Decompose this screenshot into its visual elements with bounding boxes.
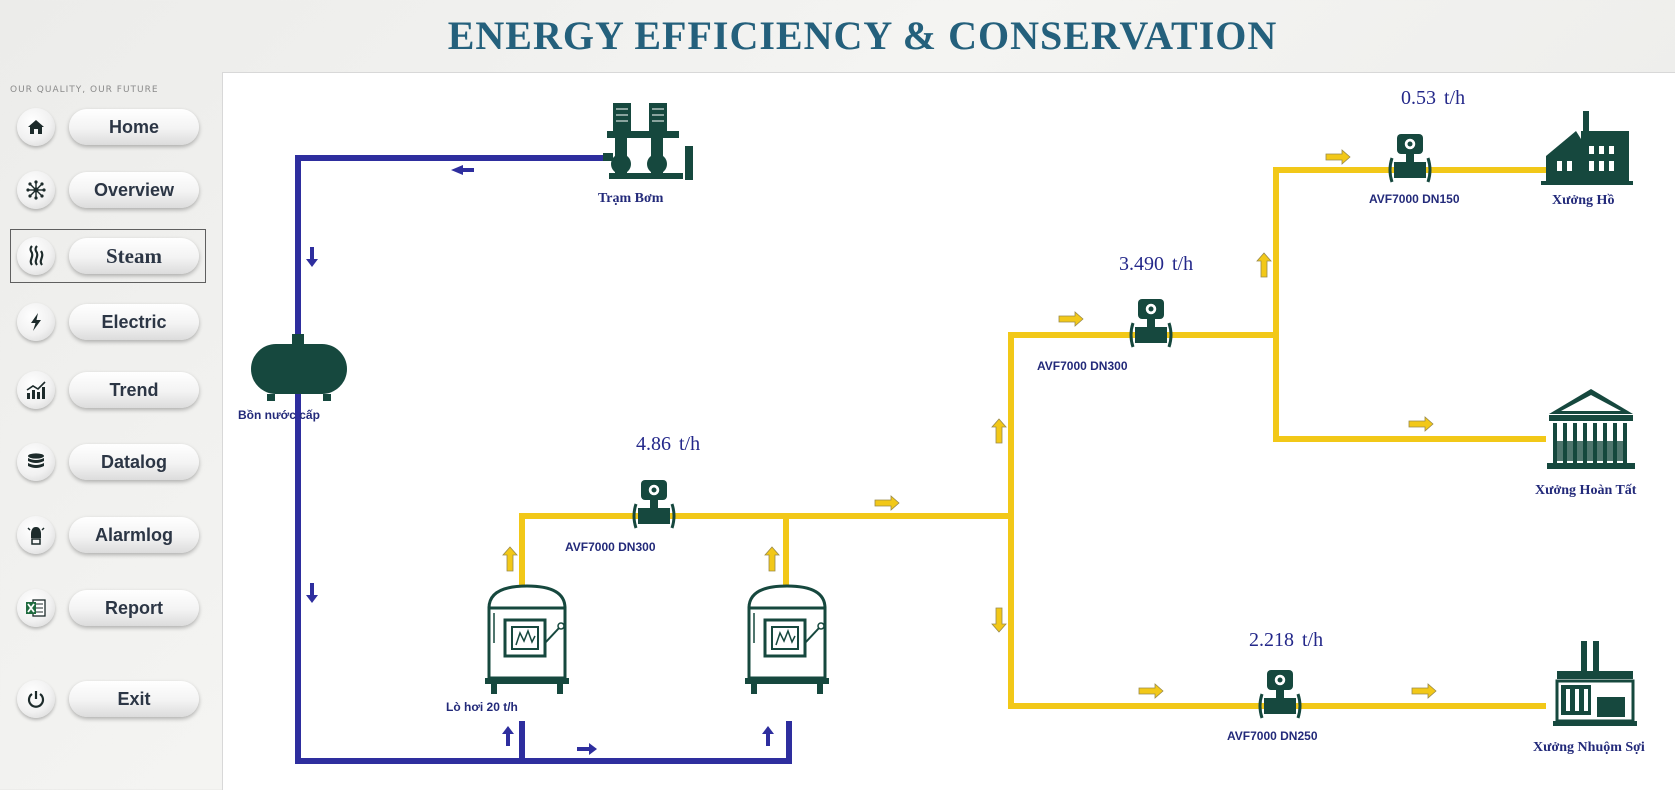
steam-flow-diagram: Trạm Bơm Bồn nước cấp Lò hơi 20 t/h AVF7… [222,72,1675,790]
flowmeter-branch-icon [1129,297,1173,349]
flow-value: 4.86 [636,433,671,455]
meter-main-label: AVF7000 DN300 [565,540,656,554]
power-icon [17,680,55,718]
nav-label: Exit [69,681,199,717]
flowmeter-ho-icon [1388,132,1432,184]
nav-trend-button[interactable]: Trend [10,365,206,415]
trend-chart-icon [17,371,55,409]
steam-flow-arrows [502,149,1437,699]
flow-value: 3.490 [1119,253,1164,275]
pump-station-label: Trạm Bơm [598,191,664,206]
flow-value: 0.53 [1401,87,1436,109]
nav-label: Trend [69,372,199,408]
nav-label: Steam [69,238,199,274]
flowmeter-nhuom-icon [1258,668,1302,720]
feed-tank-label: Bồn nước cấp [238,408,320,422]
nav-datalog-button[interactable]: Datalog [10,437,206,487]
sidebar: OUR QUALITY, OUR FUTURE Home Overview [0,75,220,789]
meter-branch-label: AVF7000 DN300 [1037,359,1128,373]
boiler-2-icon [743,584,831,696]
excel-icon [17,589,55,627]
nav-label: Report [69,590,199,626]
flow-unit: t/h [1444,87,1466,109]
nav-label: Alarmlog [69,517,199,553]
nav-label: Overview [69,172,199,208]
xuong-nhuom-soi-label: Xưởng Nhuộm Sợi [1533,740,1645,755]
network-icon [17,171,55,209]
pump-station-icon [603,103,693,180]
nav-home-button[interactable]: Home [10,102,206,152]
feed-water-tank-icon [251,334,347,401]
meter-nhuom-label: AVF7000 DN250 [1227,729,1318,743]
meter-ho-label: AVF7000 DN150 [1369,192,1460,206]
flow-value: 2.218 [1249,629,1294,651]
nav-label: Datalog [69,444,199,480]
nav-exit-button[interactable]: Exit [10,674,206,724]
flow-unit: t/h [1302,629,1324,651]
factory-nhuom-soi-icon [1553,641,1637,726]
header: ENERGY EFFICIENCY & CONSERVATION [0,0,1675,70]
flow-unit: t/h [679,433,701,455]
alarm-icon [17,516,55,554]
xuong-ho-label: Xưởng Hồ [1552,193,1615,208]
lightning-icon [17,303,55,341]
flow-ho-readout: 0.53 t/h [1401,87,1465,110]
nav-alarmlog-button[interactable]: Alarmlog [10,510,206,560]
nav-steam-button[interactable]: Steam [10,229,206,283]
feedwater-line [295,155,792,764]
flow-nhuom-readout: 2.218 t/h [1249,629,1323,652]
flow-branch-readout: 3.490 t/h [1119,253,1193,276]
nav-label: Electric [69,304,199,340]
water-flow-arrows [306,165,774,755]
nav-report-button[interactable]: Report [10,583,206,633]
steam-line [519,167,1546,709]
nav-overview-button[interactable]: Overview [10,165,206,215]
flow-unit: t/h [1172,253,1194,275]
page-title: ENERGY EFFICIENCY & CONSERVATION [447,12,1278,58]
xuong-hoan-tat-label: Xưởng Hoàn Tất [1535,483,1637,498]
company-slogan: OUR QUALITY, OUR FUTURE [10,85,159,95]
database-icon [17,443,55,481]
steam-icon [17,237,55,275]
flowmeter-main-icon [632,478,676,530]
piping-diagram-svg [251,103,1637,764]
boiler-label: Lò hơi 20 t/h [446,700,518,714]
factory-hoan-tat-icon [1547,389,1635,469]
home-icon [17,108,55,146]
flow-main-readout: 4.86 t/h [636,433,700,456]
boiler-1-icon [483,584,571,696]
nav-electric-button[interactable]: Electric [10,297,206,347]
nav-label: Home [69,109,199,145]
factory-ho-icon [1541,111,1633,185]
